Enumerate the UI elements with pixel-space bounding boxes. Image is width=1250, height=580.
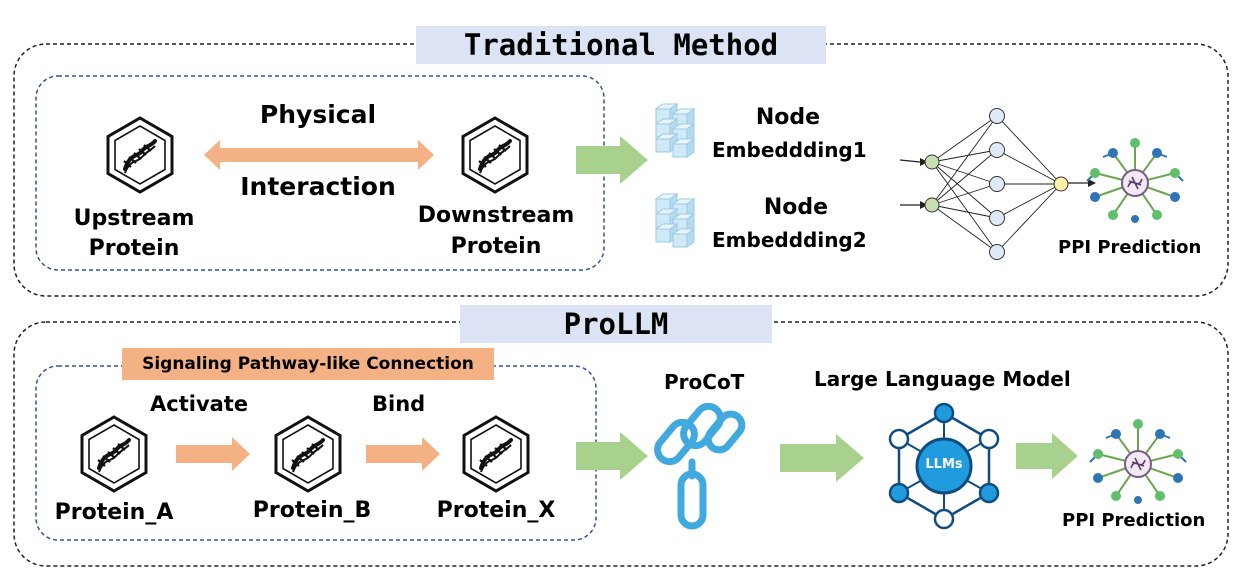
neural-network	[899, 108, 1096, 260]
ppi-network-icon-top	[1086, 137, 1184, 224]
node-embedding1-cubes	[655, 103, 695, 158]
embedding2-label-line1: Node	[763, 195, 829, 220]
interaction-label: Interaction	[240, 172, 396, 201]
ppi-network-icon-bottom	[1089, 418, 1187, 505]
llm-title-label: Large Language Model	[814, 367, 1071, 391]
traditional-title: Traditional Method	[416, 26, 826, 64]
protein-b-label: Protein_B	[252, 498, 372, 523]
activate-label: Activate	[150, 392, 249, 416]
green-arrow-to-llm	[780, 434, 864, 482]
downstream-protein-icon	[461, 116, 529, 194]
bind-label: Bind	[372, 392, 426, 416]
green-arrow-to-prediction	[1016, 433, 1078, 479]
protein-b-icon	[274, 415, 342, 493]
downstream-label-line1: Downstream	[417, 203, 575, 228]
protein-a-label: Protein_A	[54, 500, 174, 525]
protein-x-label: Protein_X	[436, 498, 556, 523]
downstream-label-line2: Protein	[450, 234, 542, 259]
ppi-prediction-label-bottom: PPI Prediction	[1062, 510, 1206, 531]
physical-label: Physical	[259, 100, 377, 129]
chain-link-icon	[654, 402, 746, 530]
node-embedding2-cubes	[655, 193, 695, 248]
green-arrow-to-procot	[576, 432, 648, 480]
physical-interaction-double-arrow	[204, 140, 434, 170]
upstream-protein-icon	[106, 116, 174, 194]
embedding1-label-line2: Embeddding1	[712, 138, 867, 162]
pathway-box	[35, 365, 597, 541]
ppi-prediction-label-top: PPI Prediction	[1058, 237, 1202, 258]
protein-a-icon	[80, 415, 148, 493]
pathway-label: Signaling Pathway-like Connection	[122, 348, 494, 380]
embedding1-label-line1: Node	[755, 105, 821, 130]
upstream-label-line1: Upstream	[73, 206, 195, 231]
upstream-label-line2: Protein	[88, 236, 180, 261]
green-arrow-to-embeddings	[576, 136, 648, 184]
procot-label: ProCoT	[664, 370, 745, 394]
llm-badge-label: LLMs	[925, 457, 963, 472]
bind-arrow	[366, 437, 440, 471]
prollm-title: ProLLM	[460, 305, 772, 343]
activate-arrow	[176, 437, 250, 471]
embedding2-label-line2: Embeddding2	[712, 228, 867, 252]
llm-hexagon-icon	[888, 402, 1000, 530]
protein-x-icon	[462, 415, 530, 493]
